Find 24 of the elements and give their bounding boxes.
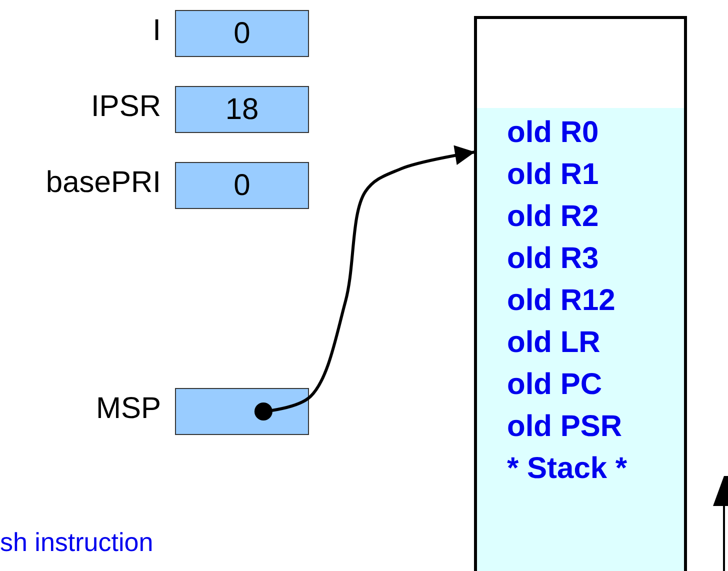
register-name: basePRI (46, 166, 161, 200)
register-name: I (152, 14, 161, 48)
register-value: 18 (225, 92, 259, 126)
stack-entry: * Stack * (507, 451, 628, 487)
register-name: IPSR (90, 90, 161, 124)
note-text: sh instruction (0, 527, 154, 558)
register-value: 0 (234, 16, 250, 50)
stack-entry: old PC (507, 367, 602, 403)
stack-box (474, 16, 687, 571)
stack-frame-area (477, 108, 684, 571)
register-name: MSP (96, 392, 161, 426)
stack-entry: old R0 (507, 115, 599, 151)
stack-entry: old PSR (507, 409, 622, 445)
register-box (175, 86, 309, 133)
pointer-arrow (254, 145, 476, 420)
stack-entry: old R3 (507, 241, 599, 277)
stack-entry: old R12 (507, 283, 616, 319)
stack-entry: old R1 (507, 157, 599, 193)
register-box (175, 388, 309, 435)
register-box (175, 162, 309, 209)
register-box (175, 10, 309, 57)
stack-entry: old LR (507, 325, 600, 361)
stack-entry: old R2 (507, 199, 599, 235)
register-value: 0 (234, 168, 250, 202)
